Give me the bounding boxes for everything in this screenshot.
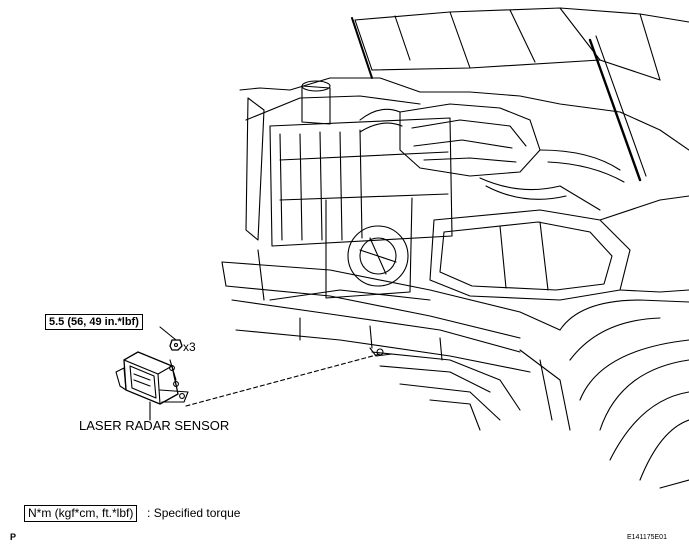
leader-lines [149,326,381,421]
bolt-icon [169,339,183,351]
engine-bay [239,77,689,211]
torque-spec-label: 5.5 (56, 49 in.*lbf) [45,314,143,330]
headlamp [429,209,631,301]
laser-radar-sensor [115,351,189,405]
torque-unit-legend-symbol: N*m (kgf*cm, ft.*lbf) [24,505,138,522]
part-name-label: LASER RADAR SENSOR [79,418,230,433]
fender-and-wheel [559,195,689,489]
page-code: P [10,532,17,542]
legend-description: Specified torque [153,506,241,520]
front-bumper [221,249,571,431]
sensor-mount-location [369,347,393,357]
figure-id: E141175E01 [627,534,667,541]
bolt-quantity-label: x3 [183,340,196,354]
open-hood [351,7,689,182]
legend-separator: : [147,506,151,520]
radiator-support [245,97,453,299]
torque-legend-description: : Specified torque [147,506,240,520]
